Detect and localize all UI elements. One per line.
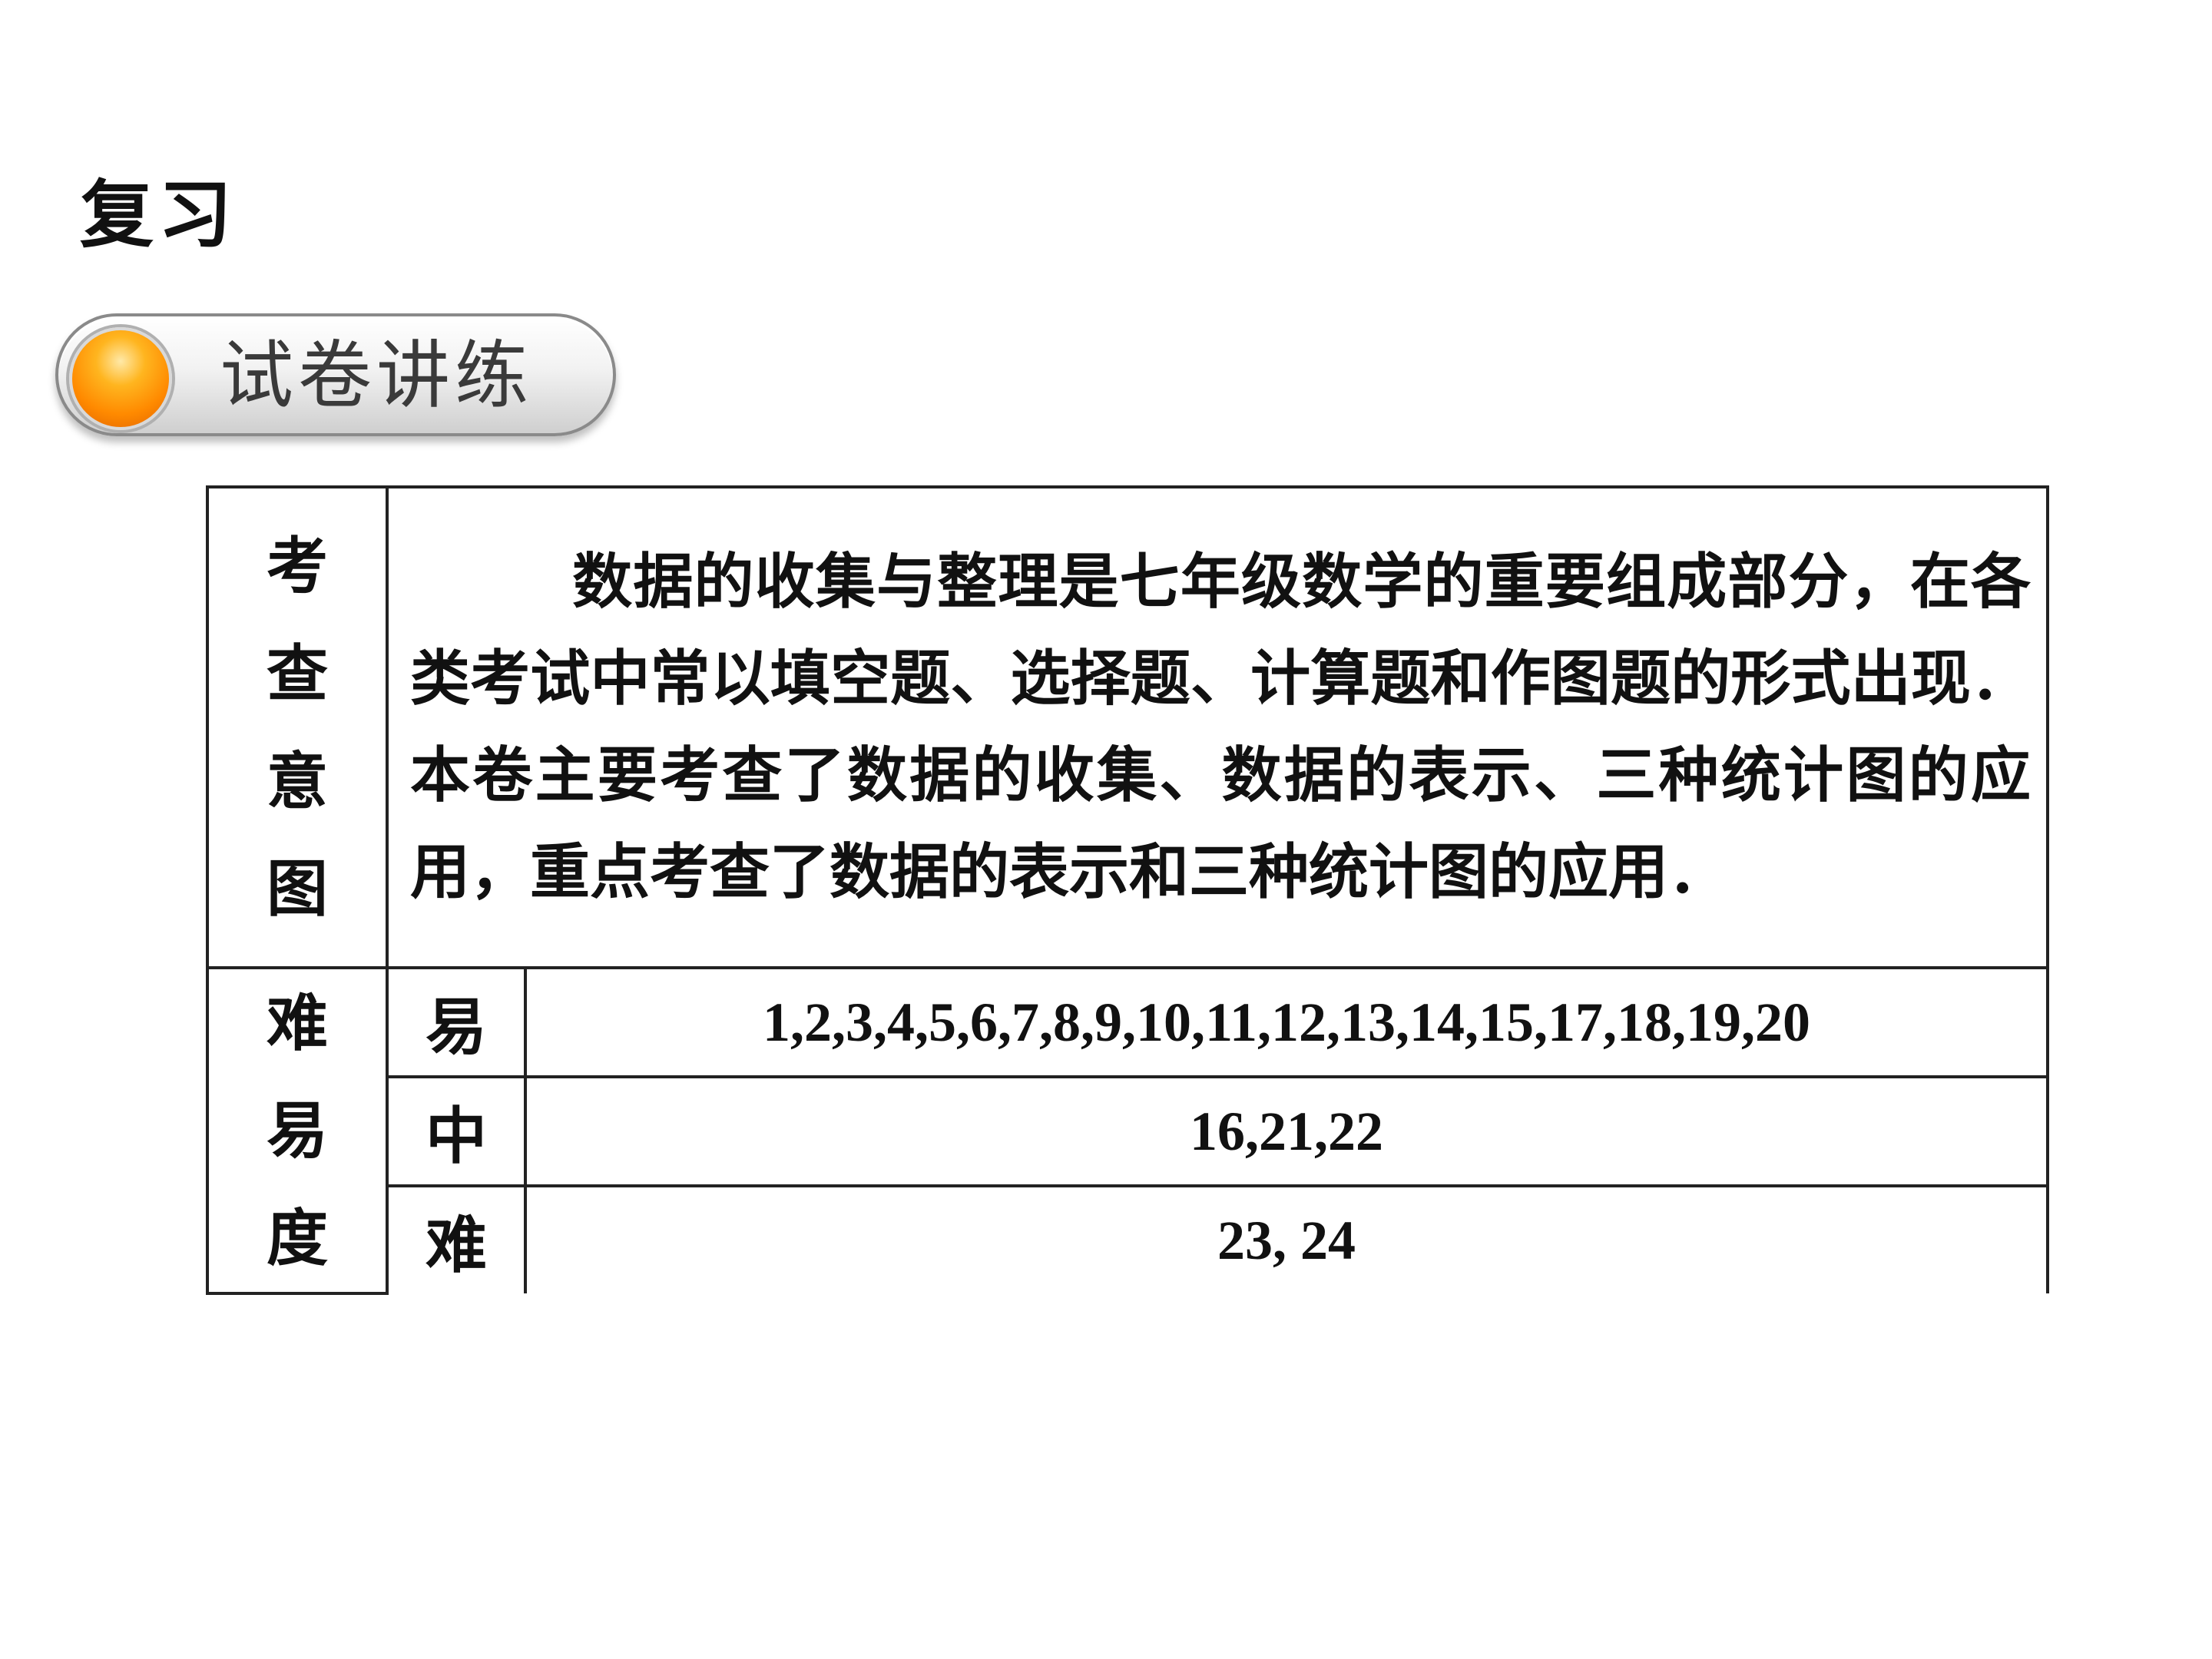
- difficulty-level-medium: 中: [386, 1075, 527, 1187]
- questions-medium: 16,21,22: [523, 1075, 2050, 1187]
- section-header-pill: 试卷讲练: [55, 313, 616, 436]
- difficulty-row-medium: 中 16,21,22: [207, 1075, 2050, 1187]
- difficulty-level-easy: 易: [386, 966, 527, 1078]
- intent-row: 考 查 意 图 数据的收集与整理是七年级数学的重要组成部分，在各类考试中常以填空…: [206, 485, 2050, 969]
- difficulty-label-char: 度: [267, 1202, 328, 1274]
- difficulty-row-hard: 难 23, 24: [207, 1184, 2050, 1293]
- intent-label-cell: 考 查 意 图: [206, 485, 389, 969]
- intent-description-text: 数据的收集与整理是七年级数学的重要组成部分，在各类考试中常以填空题、选择题、计算…: [410, 547, 2032, 907]
- page-title: 复习: [80, 172, 237, 258]
- intent-label-char: 意: [267, 745, 328, 817]
- questions-easy: 1,2,3,4,5,6,7,8,9,10,11,12,13,14,15,17,1…: [523, 966, 2050, 1078]
- intent-label-char: 查: [267, 637, 328, 710]
- exam-analysis-table: 考 查 意 图 数据的收集与整理是七年级数学的重要组成部分，在各类考试中常以填空…: [206, 485, 2050, 1295]
- difficulty-row-easy: 难 易 度 易 1,2,3,4,5,6,7,8,9,10,11,12,13,14…: [206, 966, 2050, 1295]
- section-title: 试卷讲练: [220, 333, 533, 419]
- difficulty-label-char: 易: [267, 1094, 328, 1167]
- intent-description-cell: 数据的收集与整理是七年级数学的重要组成部分，在各类考试中常以填空题、选择题、计算…: [385, 485, 2050, 969]
- difficulty-label-char: 难: [267, 987, 328, 1059]
- questions-hard: 23, 24: [523, 1184, 2050, 1293]
- difficulty-label-cell: 难 易 度: [206, 966, 389, 1295]
- orange-bullet-icon: [69, 327, 172, 430]
- difficulty-level-hard: 难: [386, 1184, 527, 1293]
- intent-label-char: 考: [267, 530, 328, 602]
- intent-label-char: 图: [267, 853, 328, 925]
